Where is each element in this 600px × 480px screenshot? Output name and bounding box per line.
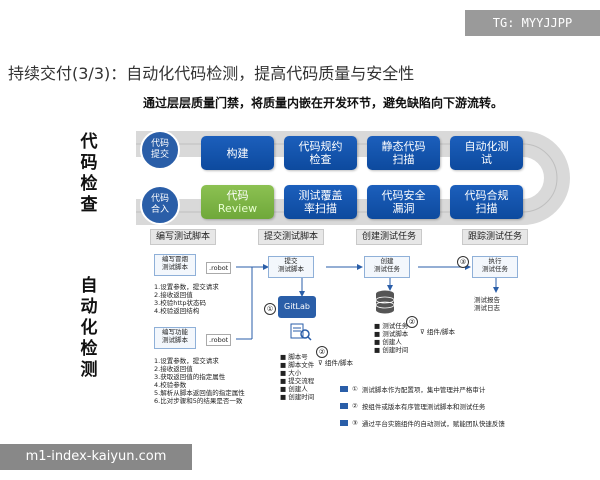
telegram-tag: TG: MYYJJPP <box>465 10 600 36</box>
side-label-code-check: 代 码 检 查 <box>80 132 98 215</box>
tab-create-task[interactable]: 创建测试任务 <box>356 229 423 245</box>
step-num-1: ① <box>264 303 276 315</box>
write-smoke-script-box: 编写冒烟 测试脚本 <box>154 254 196 276</box>
script-attributes: ■ 脚本号 ■ 脚本文件 ■ 大小 ■ 提交流程 ■ 创建人 ■ 创建时间 <box>280 353 315 401</box>
step-code-review: 代码 Review <box>201 185 274 219</box>
script-steps-1: 1.设置参数，提交请求 2.接收返回值 3.校验http状态码 4.校验返回结构 <box>154 283 219 315</box>
step-auto-test: 自动化测 试 <box>450 136 523 170</box>
step-num-2b: ② <box>406 316 418 328</box>
step-compliance-scan: 代码合规 扫描 <box>450 185 523 219</box>
code-merge-circle: 代码 合入 <box>140 185 180 225</box>
task-attributes: ■ 测试任务 ■ 测试脚本 ■ 创建人 ■ 创建时间 <box>374 322 409 354</box>
filter-component-script-1: ⊽ 组件/脚本 <box>318 359 354 367</box>
tab-write-script[interactable]: 编写测试脚本 <box>150 229 217 245</box>
page-title: 持续交付(3/3)：自动化代码检测，提高代码质量与安全性 <box>8 64 415 83</box>
page-subtitle: 通过层层质量门禁，将质量内嵌在开发环节，避免缺陷向下游流转。 <box>143 96 504 110</box>
submit-script-box: 提交 测试脚本 <box>268 256 314 278</box>
code-commit-circle: 代码 提交 <box>140 130 180 170</box>
script-steps-2: 1.设置参数，提交请求 2.接收返回值 3.获取返回值的指定属性 4.校验参数 … <box>154 357 245 405</box>
write-func-script-box: 编写功能 测试脚本 <box>154 327 196 349</box>
step-num-3: ③ <box>457 256 469 268</box>
watermark: m1-index-kaiyun.com <box>0 444 192 470</box>
robot-file-2: .robot <box>206 334 232 346</box>
gitlab-icon: GitLab <box>278 296 316 318</box>
step-static-scan: 静态代码 扫描 <box>367 136 440 170</box>
step-security-vuln: 代码安全 漏洞 <box>367 185 440 219</box>
tab-submit-script[interactable]: 提交测试脚本 <box>258 229 325 245</box>
search-doc-icon <box>290 323 312 341</box>
robot-file-1: .robot <box>206 262 232 274</box>
tab-track-task[interactable]: 跟踪测试任务 <box>462 229 529 245</box>
create-task-box: 创建 测试任务 <box>364 256 410 278</box>
step-code-convention: 代码规约 检查 <box>284 136 357 170</box>
filter-component-script-2: ⊽ 组件/脚本 <box>420 328 456 336</box>
side-label-auto-test: 自 动 化 检 测 <box>80 276 98 380</box>
execute-task-box: 执行 测试任务 <box>472 256 518 278</box>
flow-connectors <box>236 264 499 340</box>
database-icon <box>375 290 395 314</box>
test-outputs: 测试报告 测试日志 <box>474 296 500 312</box>
step-num-2: ② <box>316 346 328 358</box>
step-build: 构建 <box>201 136 274 170</box>
pipeline-track <box>136 131 570 225</box>
step-coverage-scan: 测试覆盖 率扫描 <box>284 185 357 219</box>
